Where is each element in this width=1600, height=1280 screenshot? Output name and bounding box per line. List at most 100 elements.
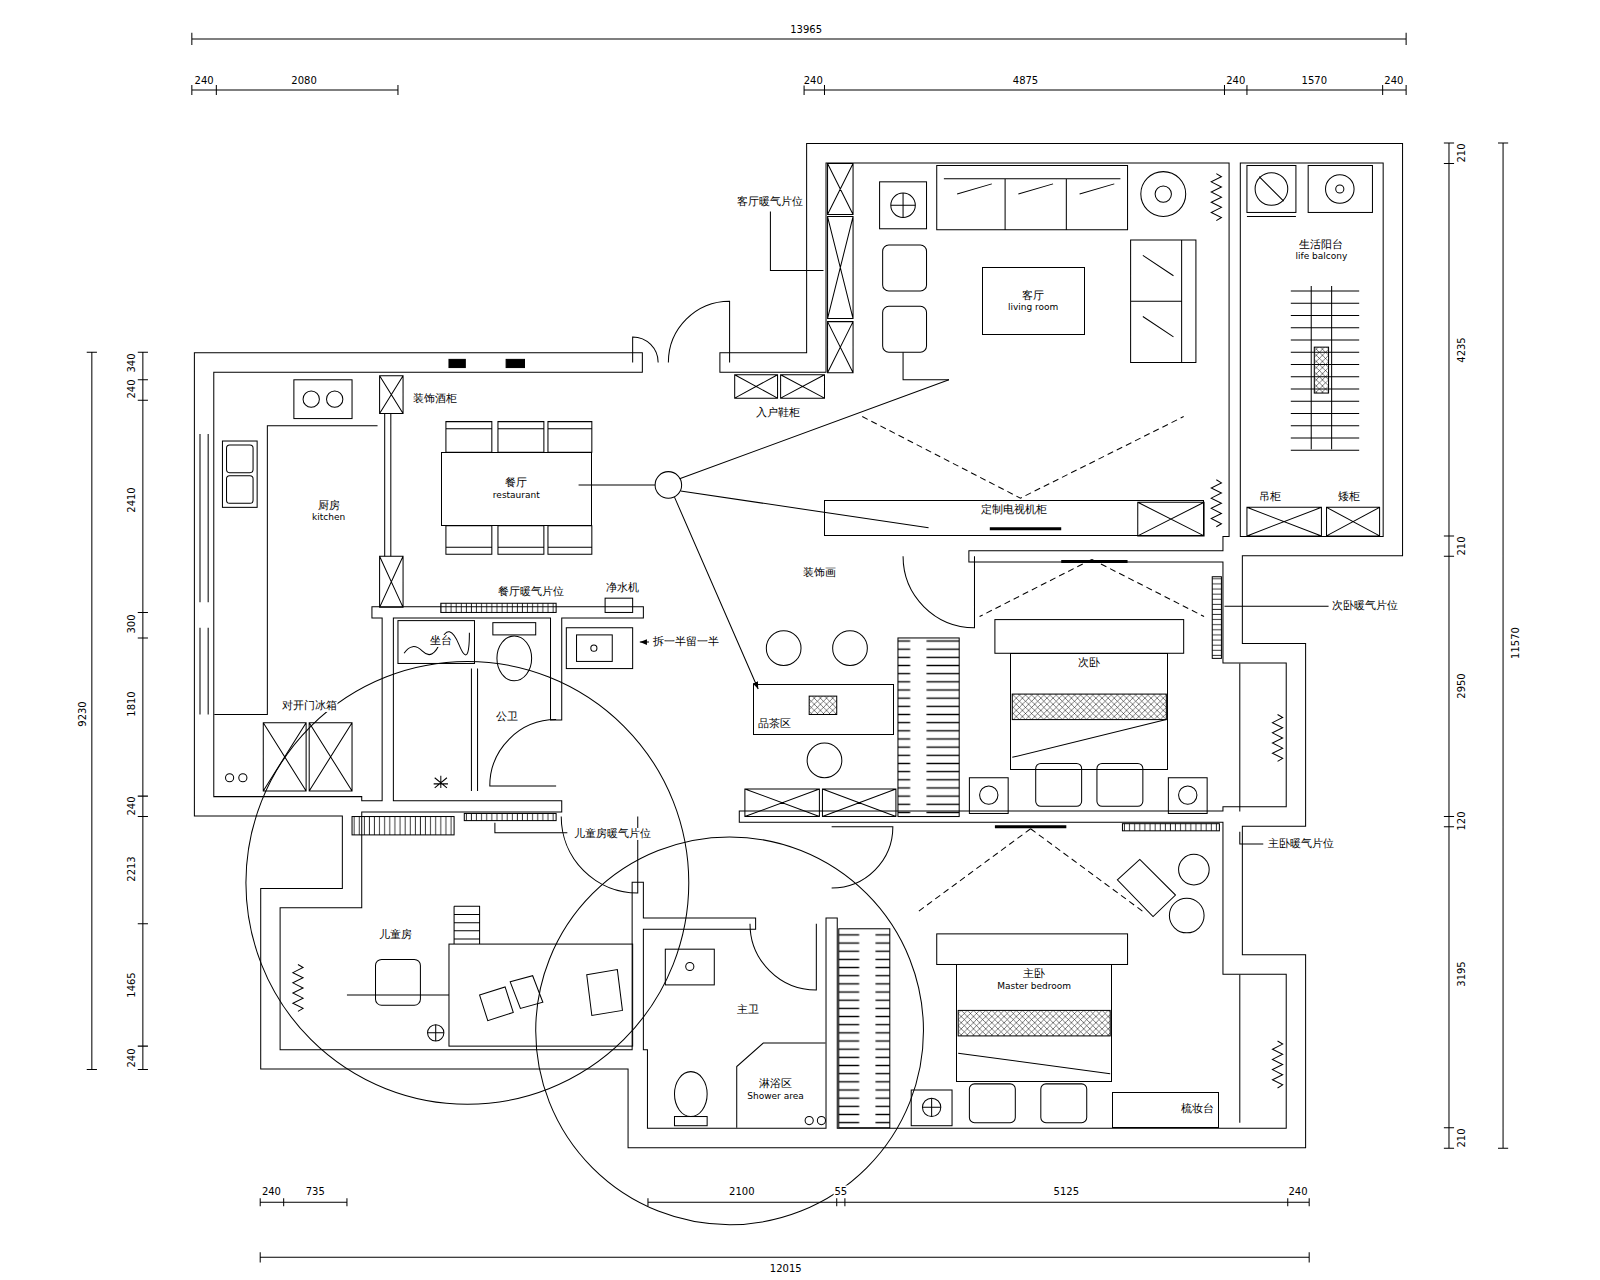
node-text: 梳妆台	[1180, 1103, 1215, 1116]
room-name: 淋浴区	[758, 1078, 793, 1090]
kitchen-counter	[200, 413, 391, 714]
tea-stool	[766, 631, 801, 666]
drying-rack	[1314, 347, 1328, 393]
sink-bowl	[227, 476, 254, 504]
walls	[204, 153, 1393, 1138]
callout-text: 净水机	[605, 582, 640, 594]
valve	[805, 1117, 813, 1125]
lamp	[1179, 786, 1197, 804]
dimension-text: 2950	[1456, 672, 1467, 699]
bed-fold	[1012, 720, 1166, 758]
dimension-text: 2100	[728, 1185, 755, 1196]
nightstand	[969, 778, 1008, 814]
lamp	[1141, 172, 1186, 217]
tv-cabinet: 定制电视机柜	[824, 500, 1204, 536]
lamp	[428, 1025, 444, 1041]
wall-core	[352, 163, 1235, 1127]
tea-stool	[807, 743, 842, 778]
basin	[1308, 166, 1372, 213]
wardrobe	[898, 638, 959, 817]
bed-outline: 主卧Master bedroom	[956, 964, 1112, 1081]
dimension-line	[87, 352, 148, 1069]
dimension-text: 13965	[789, 23, 823, 34]
dimension-text: 11570	[1510, 626, 1521, 660]
dimension-text: 300	[125, 614, 136, 635]
stove	[294, 380, 352, 419]
toilet-bowl	[674, 1072, 707, 1117]
basin-drain	[686, 962, 694, 970]
drying-rack	[1291, 286, 1359, 450]
dimension-text: 5125	[1053, 1185, 1080, 1196]
node-text: 餐厅	[504, 477, 528, 490]
toilet-bowl	[497, 636, 532, 681]
wall-fixture	[506, 359, 524, 367]
washer-mark	[1247, 177, 1296, 217]
burner	[327, 391, 343, 407]
marble-mark	[404, 632, 469, 655]
basin-bowl	[1326, 175, 1355, 204]
dimension-text: 735	[305, 1185, 326, 1196]
callout-text: 儿童房暖气片位	[573, 828, 652, 840]
dimension-text: 2080	[290, 74, 317, 85]
door-swing	[490, 301, 975, 990]
dimension-text: 210	[1456, 143, 1467, 164]
bed	[449, 944, 633, 1046]
radiator	[1212, 577, 1221, 659]
side-sofa	[1131, 240, 1196, 362]
node-text: Master bedroom	[996, 981, 1072, 991]
outlet	[239, 774, 247, 782]
swing-circle	[536, 837, 924, 1225]
rug-outline: 客厅living room	[982, 267, 1085, 334]
callout-text: 拆一半留一半	[652, 636, 720, 648]
dimension-text: 240	[1383, 74, 1404, 85]
callout-text: 餐厅暖气片位	[497, 586, 565, 598]
radiator	[441, 603, 556, 612]
lamp-cross	[922, 1098, 940, 1116]
dining-chair	[446, 422, 592, 555]
dresser-box: 梳妆台	[1112, 1092, 1219, 1128]
bed-runner	[1012, 694, 1166, 720]
pillow	[480, 970, 623, 1021]
dimension-text: 210	[1456, 1127, 1467, 1148]
lamp	[1155, 186, 1171, 202]
toilet-tank	[674, 1117, 707, 1126]
callout-text: 装饰酒柜	[412, 393, 458, 405]
dimension-line	[192, 33, 1406, 95]
room-name: 主卫	[736, 1004, 760, 1016]
dimension-text: 240	[125, 796, 136, 817]
cabinet-symbol	[263, 163, 1379, 816]
vanity	[398, 621, 475, 664]
desk	[347, 995, 449, 996]
wardrobe	[839, 929, 890, 1128]
room-name: kitchen	[311, 513, 346, 523]
dining-table: 餐厅restaurant	[441, 452, 592, 525]
dimension-text: 2213	[125, 856, 136, 883]
bed-steps	[454, 906, 480, 944]
index-circle	[655, 472, 682, 499]
callout-text: 客厅暖气片位	[736, 196, 804, 208]
desk-chair	[376, 959, 421, 1005]
dimension-text: 120	[1456, 811, 1467, 832]
dimension-text: 4235	[1456, 336, 1467, 363]
radiator	[1122, 824, 1219, 831]
basin-drain	[1336, 185, 1344, 193]
callout-text: 坐台	[429, 635, 453, 647]
basin	[577, 635, 613, 662]
dimension-text: 4875	[1012, 74, 1039, 85]
room-name: 厨房	[317, 500, 341, 512]
dimension-text: 1570	[1301, 74, 1328, 85]
tea-stool	[833, 631, 868, 666]
side-table	[1169, 898, 1204, 933]
callout-text: 矮柜	[1337, 491, 1361, 503]
side-table	[1179, 854, 1210, 885]
callout-text: 吊柜	[1258, 491, 1282, 503]
node-text: restaurant	[492, 490, 541, 500]
dimension-text: 1810	[125, 690, 136, 717]
sofa	[937, 166, 1128, 230]
shower-head	[434, 776, 448, 788]
room-name: 公卫	[495, 711, 519, 723]
tea-table: 品茶区	[753, 684, 894, 735]
water-purifier	[605, 598, 633, 612]
lamp-cross	[891, 193, 949, 380]
